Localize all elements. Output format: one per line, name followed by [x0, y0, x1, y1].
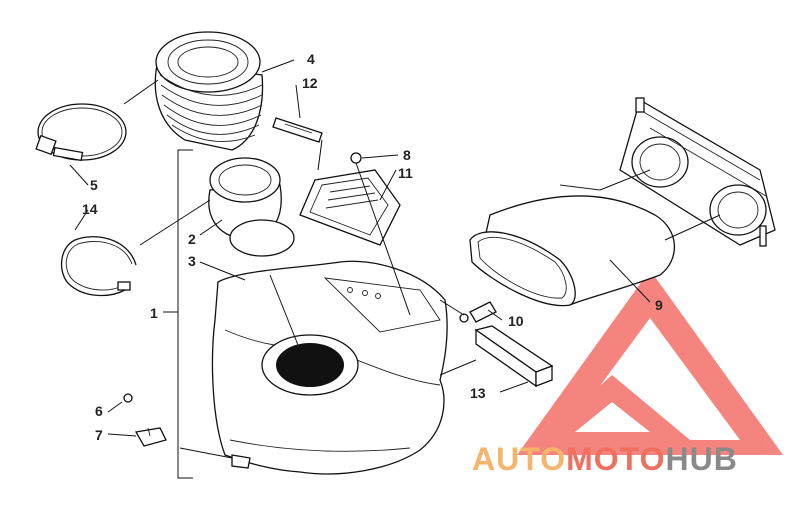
- clamp-lower: [60, 236, 137, 297]
- watermark-moto: MOTO: [566, 441, 665, 477]
- callout-7: 7: [95, 427, 103, 443]
- watermark-hub: HUB: [665, 441, 737, 477]
- callout-6: 6: [95, 403, 103, 419]
- callout-8: 8: [403, 147, 411, 163]
- carburetor-assembly: [619, 97, 776, 247]
- clamp-upper: [35, 103, 127, 162]
- screw-upper: [350, 152, 362, 164]
- fitting-part: [459, 301, 497, 323]
- watermark-text: AUTOMOTOHUB: [472, 441, 738, 477]
- callout-4: 4: [307, 51, 315, 67]
- callout-10: 10: [508, 313, 524, 329]
- watermark-logo: [517, 270, 783, 455]
- callout-9: 9: [655, 297, 663, 313]
- adapter-part: [208, 157, 295, 257]
- callout-12: 12: [302, 75, 318, 91]
- strap-part: [272, 117, 323, 143]
- svg-text:AUTOMOTOHUB: AUTOMOTOHUB: [472, 441, 738, 477]
- watermark-auto: AUTO: [472, 441, 566, 477]
- clip-part: [123, 393, 167, 447]
- bellows-boot: [154, 31, 264, 151]
- decal-part: [299, 169, 401, 246]
- foam-block: [474, 325, 554, 388]
- callout-1: 1: [150, 305, 158, 321]
- callout-2: 2: [188, 231, 196, 247]
- callout-11: 11: [398, 165, 413, 181]
- item-1-bracket: [163, 149, 193, 479]
- intake-duct: [469, 184, 676, 307]
- callout-5: 5: [90, 177, 98, 193]
- callout-13: 13: [470, 385, 486, 401]
- air-box: [211, 260, 448, 475]
- callout-3: 3: [188, 253, 196, 269]
- callout-14: 14: [82, 201, 98, 217]
- leader-lines: [69, 59, 721, 459]
